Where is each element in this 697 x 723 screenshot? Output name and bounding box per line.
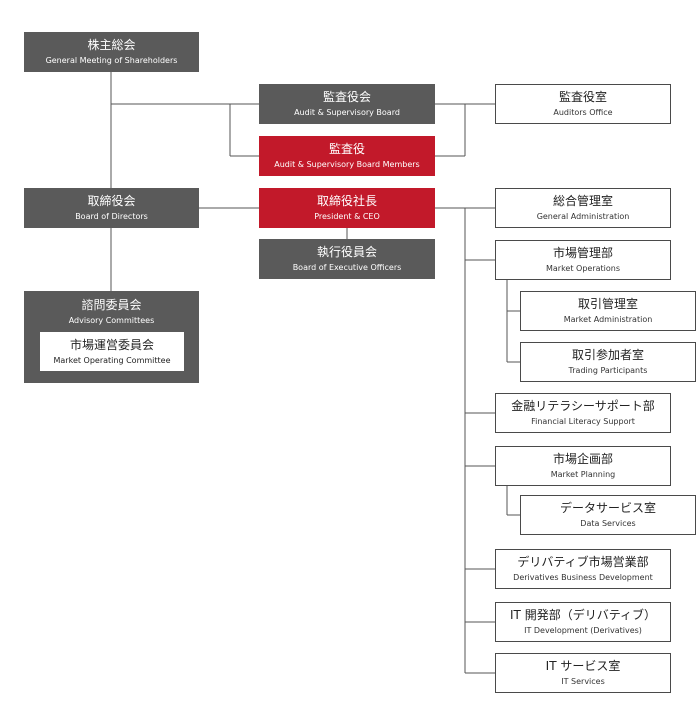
- data-services-box: データサービス室 Data Services: [520, 495, 696, 535]
- data-services-jp: データサービス室: [559, 501, 656, 515]
- derivatives-bd-jp: デリバティブ市場営業部: [517, 555, 649, 569]
- derivatives-bd-box: デリバティブ市場営業部 Derivatives Business Develop…: [495, 549, 671, 589]
- it-services-jp: IT サービス室: [545, 659, 621, 673]
- auditors-office-jp: 監査役室: [558, 90, 607, 104]
- general-admin-box: 総合管理室 General Administration: [495, 188, 671, 228]
- audit-board-en: Audit & Supervisory Board: [294, 108, 400, 117]
- it-dev-en: IT Development (Derivatives): [524, 626, 642, 635]
- audit-members-box: 監査役 Audit & Supervisory Board Members: [259, 136, 435, 176]
- market-planning-en: Market Planning: [550, 470, 616, 479]
- market-operations-en: Market Operations: [545, 264, 621, 273]
- it-services-box: IT サービス室 IT Services: [495, 653, 671, 693]
- market-admin-box: 取引管理室 Market Administration: [520, 291, 696, 331]
- president-box: 取締役社長 President & CEO: [259, 188, 435, 228]
- shareholders-box: 株主総会 General Meeting of Shareholders: [24, 32, 199, 72]
- shareholders-en: General Meeting of Shareholders: [45, 56, 178, 65]
- market-planning-jp: 市場企画部: [552, 452, 613, 466]
- market-operations-box: 市場管理部 Market Operations: [495, 240, 671, 280]
- trading-participants-box: 取引参加者室 Trading Participants: [520, 342, 696, 382]
- trading-participants-en: Trading Participants: [568, 366, 648, 375]
- advisory-jp: 諮問委員会: [81, 298, 142, 312]
- market-operating-committee-en: Market Operating Committee: [53, 355, 171, 365]
- market-planning-box: 市場企画部 Market Planning: [495, 446, 671, 486]
- audit-members-jp: 監査役: [328, 142, 365, 156]
- board-directors-en: Board of Directors: [75, 212, 148, 221]
- shareholders-jp: 株主総会: [87, 38, 136, 52]
- derivatives-bd-en: Derivatives Business Development: [513, 573, 653, 582]
- advisory-en: Advisory Committees: [68, 316, 155, 325]
- market-admin-en: Market Administration: [563, 315, 653, 324]
- general-admin-jp: 総合管理室: [552, 194, 613, 208]
- auditors-office-en: Auditors Office: [553, 108, 613, 117]
- auditors-office-box: 監査役室 Auditors Office: [495, 84, 671, 124]
- president-jp: 取締役社長: [316, 194, 377, 208]
- exec-officers-box: 執行役員会 Board of Executive Officers: [259, 239, 435, 279]
- market-operating-committee-box: 市場運営委員会 Market Operating Committee: [40, 332, 184, 371]
- board-directors-jp: 取締役会: [87, 194, 136, 208]
- advisory-box: 諮問委員会 Advisory Committees 市場運営委員会 Market…: [24, 291, 199, 383]
- financial-literacy-jp: 金融リテラシーサポート部: [511, 399, 655, 413]
- market-operations-jp: 市場管理部: [552, 246, 613, 260]
- market-admin-jp: 取引管理室: [577, 297, 638, 311]
- financial-literacy-en: Financial Literacy Support: [531, 417, 635, 426]
- trading-participants-jp: 取引参加者室: [571, 348, 644, 362]
- market-operating-committee-jp: 市場運営委員会: [69, 337, 154, 352]
- exec-officers-en: Board of Executive Officers: [292, 263, 402, 272]
- financial-literacy-box: 金融リテラシーサポート部 Financial Literacy Support: [495, 393, 671, 433]
- exec-officers-jp: 執行役員会: [316, 245, 377, 259]
- it-services-en: IT Services: [561, 677, 605, 686]
- data-services-en: Data Services: [580, 519, 636, 528]
- audit-board-jp: 監査役会: [322, 90, 371, 104]
- board-directors-box: 取締役会 Board of Directors: [24, 188, 199, 228]
- general-admin-en: General Administration: [536, 212, 630, 221]
- audit-board-box: 監査役会 Audit & Supervisory Board: [259, 84, 435, 124]
- president-en: President & CEO: [314, 212, 380, 221]
- it-dev-box: IT 開発部（デリバティブ） IT Development (Derivativ…: [495, 602, 671, 642]
- audit-members-en: Audit & Supervisory Board Members: [274, 160, 420, 169]
- it-dev-jp: IT 開発部（デリバティブ）: [510, 608, 656, 622]
